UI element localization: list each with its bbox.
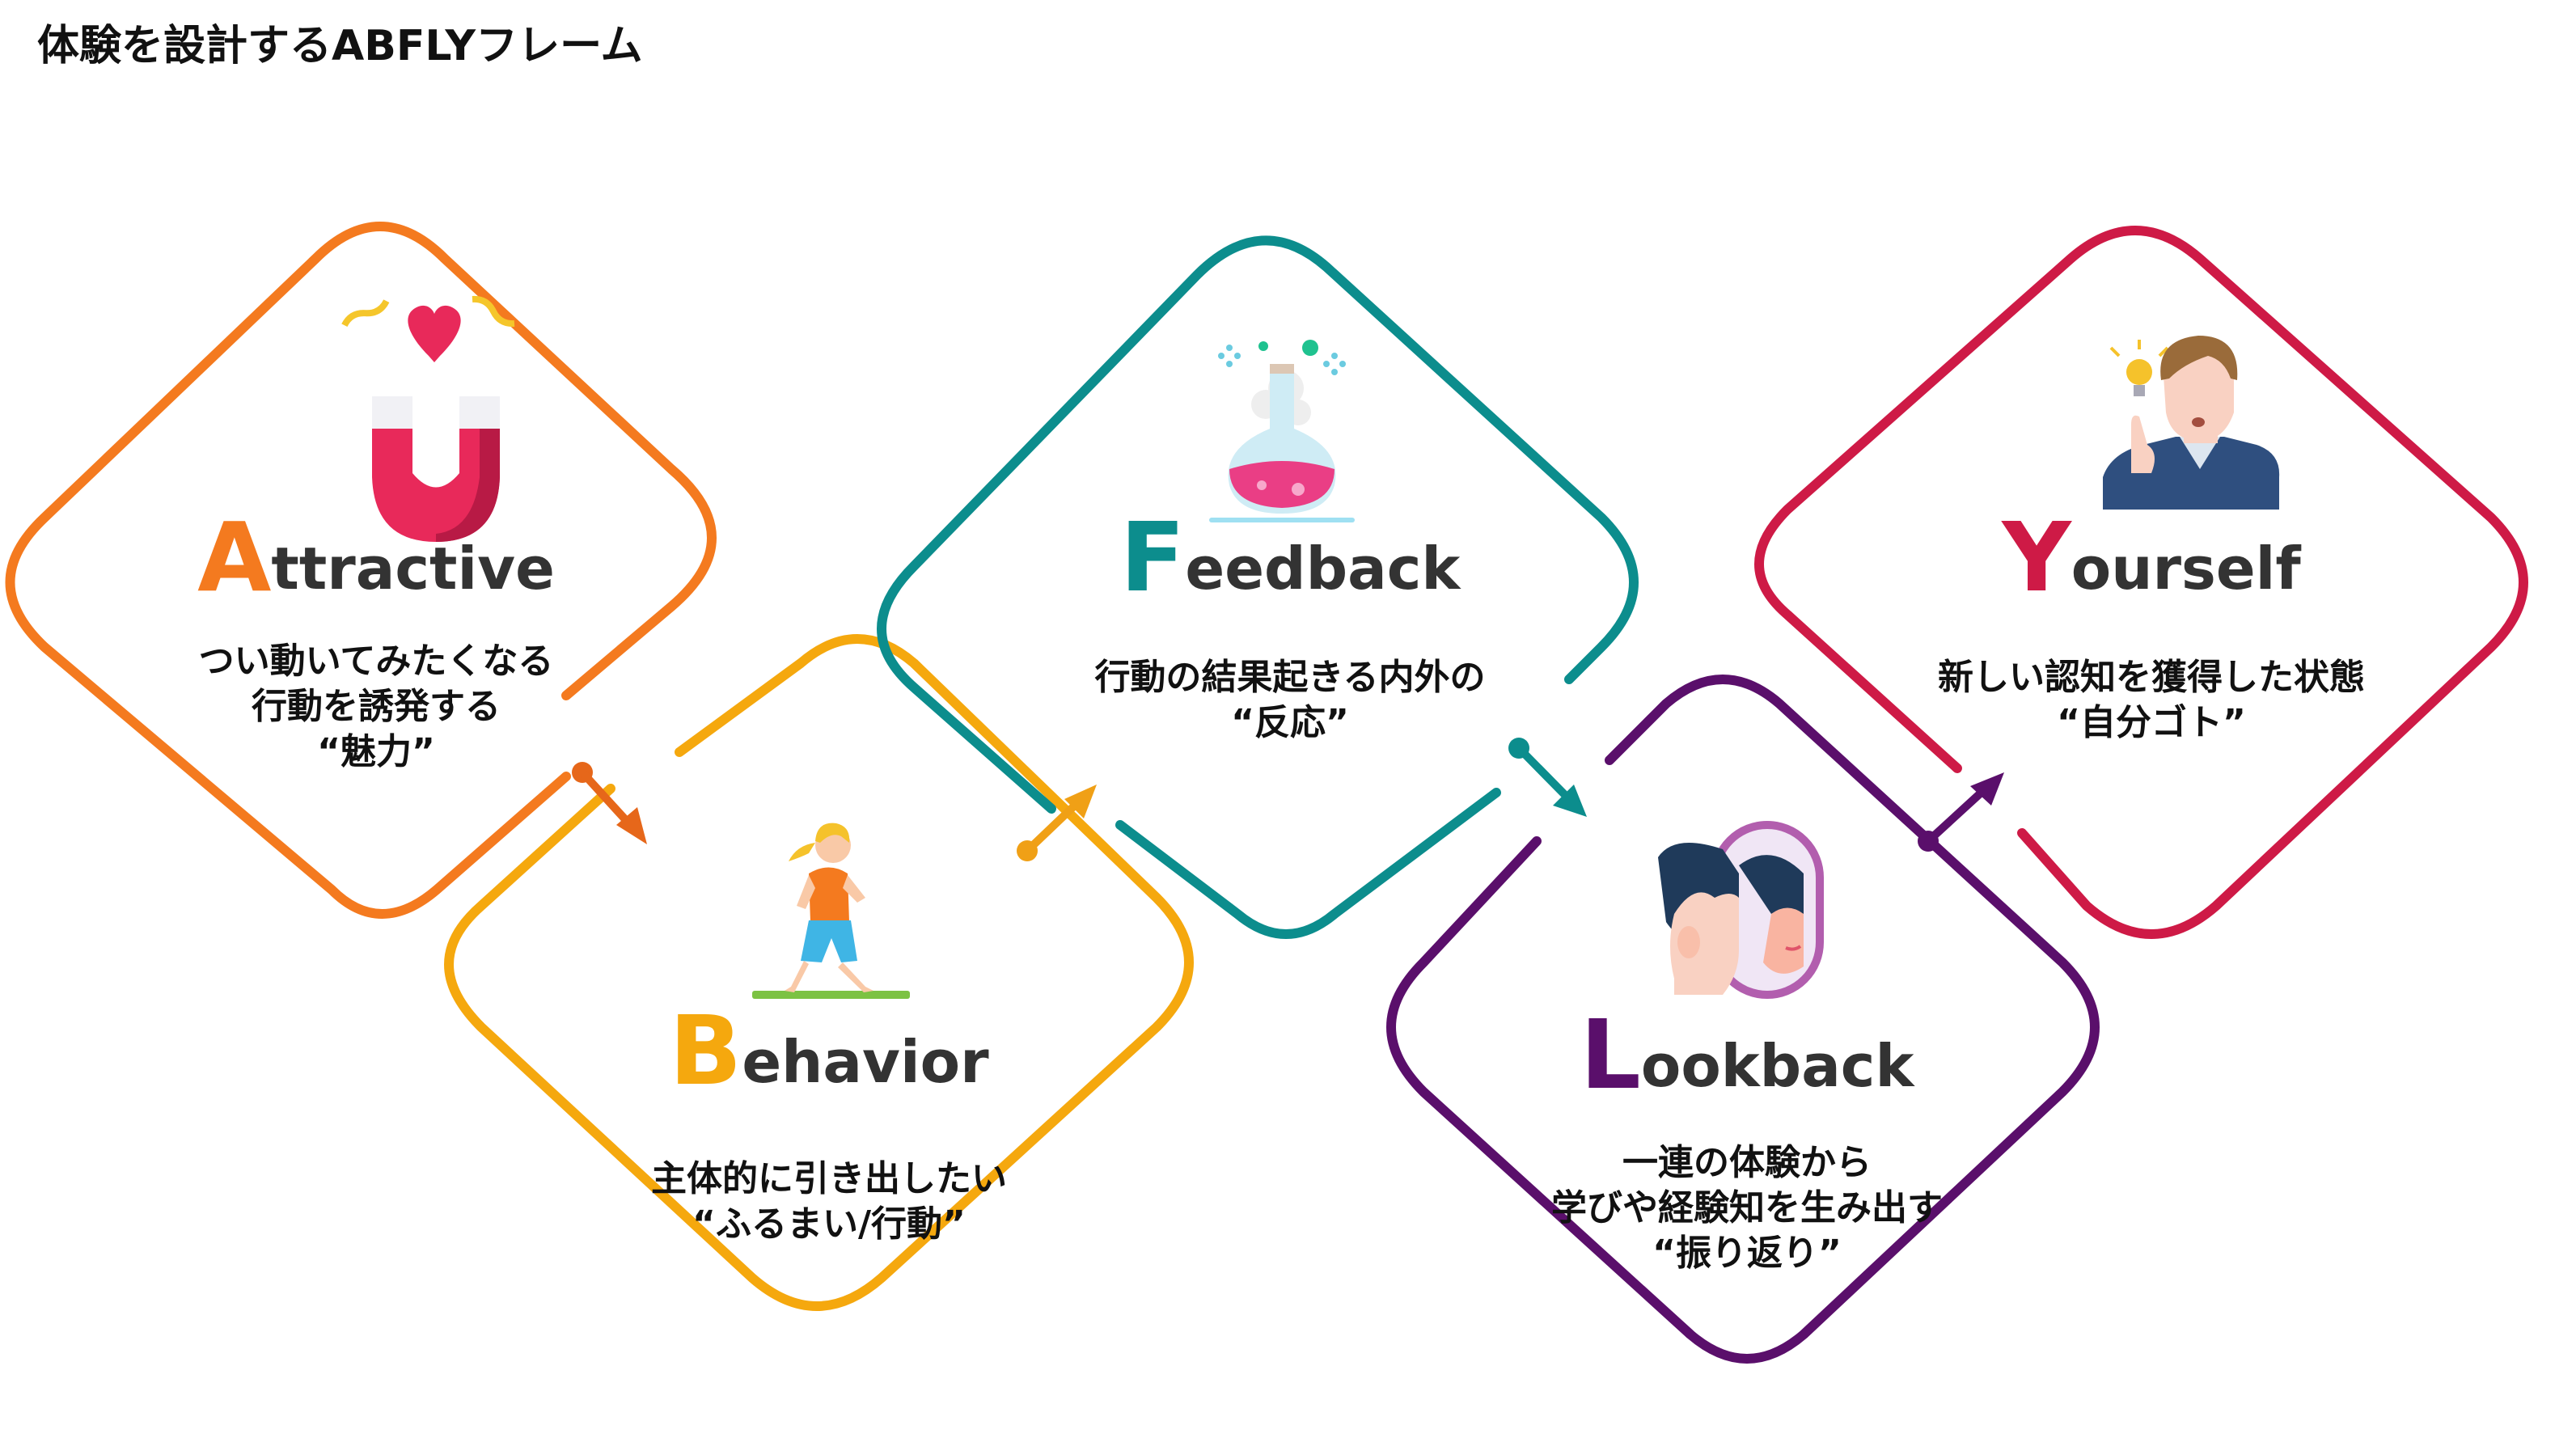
page-title: 体験を設計するABFLYフレーム [37,22,643,70]
feedback-frame [877,235,1639,939]
arrow-l-to-y [1918,772,2004,852]
stage-description-line: 主体的に引き出したい [651,1158,1007,1199]
stage-title-yourself: Yourself [2002,510,2300,605]
stage-description-line: “自分ゴト” [2057,702,2246,743]
stage-title-attractive: Attractive [197,510,555,605]
running-girl-icon [752,823,910,999]
reaction-flask-icon [1209,340,1355,522]
stage-initial-attractive: A [197,501,272,613]
stage-initial-behavior: B [669,995,742,1106]
mirror-reflection-icon [1658,821,1824,999]
stage-description-behavior: 主体的に引き出したい“ふるまい/行動” [651,1157,1007,1247]
stage-description-line: “ふるまい/行動” [692,1203,966,1245]
stage-description-line: 一連の体験から [1622,1142,1872,1183]
stage-description-line: “振り返り” [1652,1233,1842,1274]
yourself-frame [1754,226,2528,939]
arrow-a-to-b [572,762,647,844]
stage-title-rest-behavior: ehavior [742,1028,989,1096]
stage-title-rest-feedback: eedback [1185,535,1461,603]
stage-description-line: 学びや経験知を生み出す [1551,1187,1943,1229]
arrow-b-to-f [1017,785,1097,861]
stage-title-rest-yourself: ourself [2071,535,2301,603]
stage-initial-yourself: Y [2002,501,2071,613]
stage-description-lookback: 一連の体験から学びや経験知を生み出す“振り返り” [1551,1140,1943,1276]
attractive-frame [5,222,717,919]
stage-description-line: 新しい認知を獲得した状態 [1938,657,2365,698]
stage-description-line: 行動を誘発する [252,686,501,727]
idea-man-icon [2103,336,2280,510]
stage-title-feedback: Feedback [1120,510,1461,605]
stage-description-yourself: 新しい認知を獲得した状態“自分ゴト” [1938,655,2365,746]
stage-description-line: 行動の結果起きる内外の [1094,657,1486,698]
lookback-frame [1386,675,2100,1364]
magnet-heart-icon [341,295,515,542]
stage-title-rest-attractive: ttractive [271,535,555,603]
stage-description-line: つい動いてみたくなる [198,641,554,682]
stage-description-line: “魅力” [317,731,435,772]
stage-initial-feedback: F [1119,501,1186,613]
stage-description-feedback: 行動の結果起きる内外の“反応” [1094,655,1485,746]
stage-initial-lookback: L [1580,999,1641,1110]
stage-description-attractive: つい動いてみたくなる行動を誘発する“魅力” [199,639,554,775]
stage-title-lookback: Lookback [1580,1007,1914,1102]
stage-description-line: “反応” [1231,702,1349,743]
arrow-f-to-l [1508,738,1587,817]
stage-title-behavior: Behavior [669,1003,988,1098]
stage-title-rest-lookback: ookback [1640,1032,1914,1100]
